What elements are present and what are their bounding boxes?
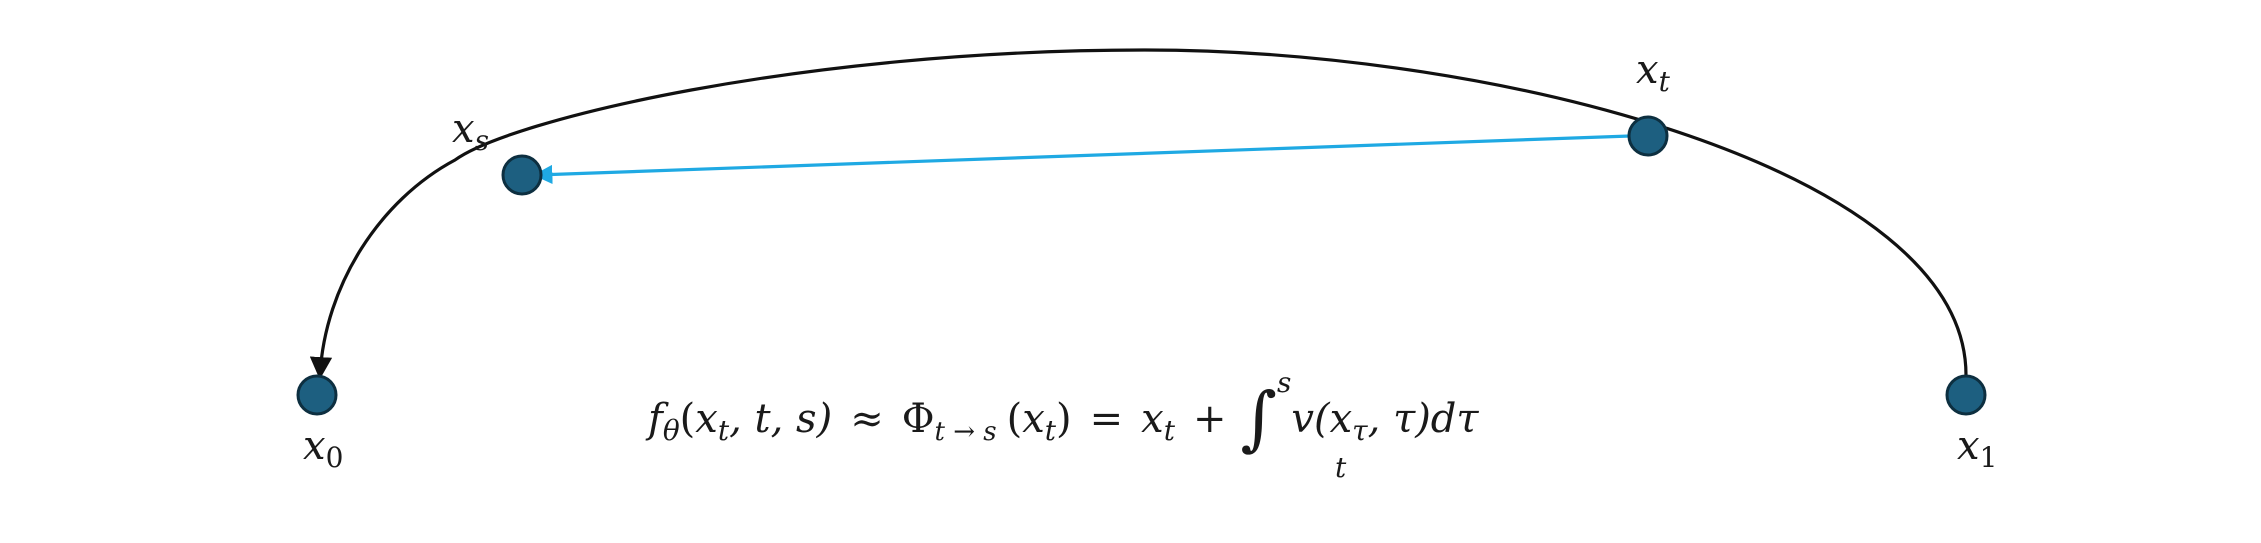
formula-open: (	[680, 396, 696, 442]
node-x1	[1945, 374, 1987, 416]
label-x1-base: x	[1957, 423, 1980, 469]
formula-phi: Φ	[902, 396, 935, 442]
trajectory-curve	[309, 48, 1968, 380]
formula-int-lower-text: t	[1335, 451, 1347, 484]
formula-x1: x	[695, 396, 718, 442]
label-xs-sub: s	[475, 124, 489, 157]
label-xt: xt	[1636, 47, 1671, 98]
formula-int-lower: t	[1335, 451, 1347, 484]
formula-v-rest: , τ)dτ	[1368, 396, 1480, 442]
formula-x2: x	[1022, 396, 1045, 442]
formula-x1-sub: t	[718, 414, 730, 447]
formula-args-rest: , t, s)	[729, 396, 832, 442]
label-x1-sub: 1	[1980, 441, 1998, 474]
label-x0-base: x	[303, 423, 326, 469]
formula-x3-sub: t	[1164, 414, 1176, 447]
label-x0-sub: 0	[326, 441, 344, 474]
formula-int-upper: s	[1277, 366, 1291, 399]
node-xs	[501, 154, 543, 196]
formula-x2-sub: t	[1045, 414, 1057, 447]
label-xt-sub: t	[1659, 65, 1671, 98]
formula-v: v(	[1291, 396, 1331, 442]
label-x0: x0	[303, 423, 343, 474]
formula-equals: =	[1090, 396, 1124, 442]
label-xs: xs	[452, 106, 489, 157]
formula: fθ(xt, t, s)≈Φt → s(xt)=xt+∫sv(xτ, τ)dτ	[645, 366, 1479, 459]
formula-plus: +	[1193, 396, 1227, 442]
label-x1: x1	[1957, 423, 1997, 474]
formula-f-sub: θ	[663, 414, 680, 447]
formula-paren-close: )	[1056, 396, 1072, 442]
formula-xtau-sub: τ	[1352, 414, 1368, 447]
formula-xtau: x	[1330, 396, 1353, 442]
formula-phi-sub: t → s	[935, 417, 997, 447]
formula-approx: ≈	[850, 396, 884, 442]
label-xs-base: x	[452, 106, 475, 152]
label-xt-base: x	[1636, 47, 1659, 93]
formula-paren-open: (	[1007, 396, 1023, 442]
formula-x3: x	[1141, 396, 1164, 442]
formula-integral: ∫	[1241, 377, 1277, 459]
shortcut-arrow	[533, 134, 1631, 185]
node-x0	[296, 374, 338, 416]
node-xt	[1627, 115, 1669, 157]
